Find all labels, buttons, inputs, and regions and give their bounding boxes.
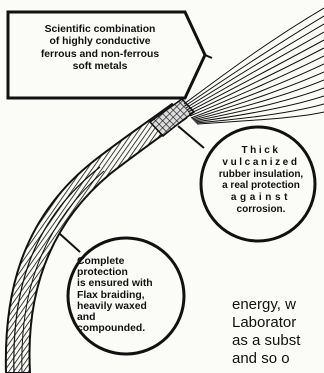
metals-line-1: Scientific combination xyxy=(17,24,183,36)
flax-line-7: compounded. xyxy=(77,323,187,334)
flax-line-1: Complete xyxy=(77,256,187,267)
body-line-2: Laborator xyxy=(232,314,324,332)
rubber-line-1: Thick xyxy=(206,145,316,157)
flax-line-2: protection xyxy=(77,267,187,278)
metals-callout-text: Scientific combination of highly conduct… xyxy=(17,24,183,73)
article-body-text: energy, w Laborator as a subst and so o xyxy=(232,296,324,368)
metals-line-2: of highly conductive xyxy=(17,36,183,48)
conductor-strands xyxy=(184,8,324,124)
rubber-line-5: against xyxy=(206,192,316,204)
rubber-line-2: vulcanized xyxy=(206,157,316,169)
rubber-line-6: corrosion. xyxy=(206,204,316,216)
flax-line-6: and xyxy=(77,312,187,323)
rubber-callout-text: Thick vulcanized rubber insulation, a re… xyxy=(206,145,316,216)
body-line-1: energy, w xyxy=(232,296,324,314)
flax-line-4: Flax braiding, xyxy=(77,290,187,301)
body-line-3: as a subst xyxy=(232,332,324,350)
body-line-4: and so o xyxy=(232,350,324,368)
rubber-line-4: a real protection xyxy=(206,180,316,192)
flax-line-5: heavily waxed xyxy=(77,301,187,312)
flax-line-3: is ensured with xyxy=(77,278,187,289)
flax-callout-text: Complete protection is ensured with Flax… xyxy=(77,256,187,335)
metals-line-4: soft metals xyxy=(17,61,183,73)
rubber-line-3: rubber insulation, xyxy=(206,169,316,181)
metals-line-3: ferrous and non-ferrous xyxy=(17,49,183,61)
